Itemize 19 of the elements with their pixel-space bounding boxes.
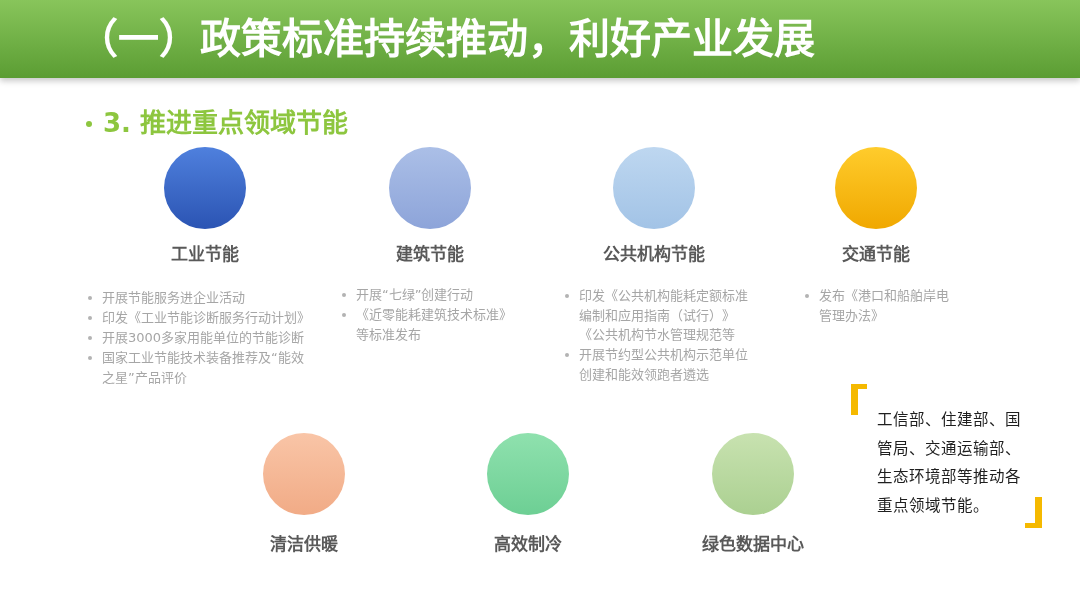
- page-title: （一）政策标准持续推动，利好产业发展: [77, 14, 815, 64]
- category-heading: 清洁供暖: [270, 533, 338, 556]
- category-heading: 绿色数据中心: [702, 533, 804, 556]
- category-heading: 高效制冷: [494, 533, 562, 556]
- bullet-text: 印发《公共机构能耗定额标准编制和应用指南（试行）》《公共机构节水管理规范等: [579, 287, 749, 344]
- section-heading: 3. 推进重点领域节能: [103, 107, 349, 139]
- bullet-text: 《近零能耗建筑技术标准》等标准发布: [356, 306, 513, 344]
- bullet-text: 开展节约型公共机构示范单位创建和能效领跑者遴选: [579, 346, 749, 384]
- bullet-text: 开展“七绿”创建行动: [356, 286, 474, 304]
- bullet-text: 开展节能服务进企业活动: [102, 289, 245, 307]
- bullet-text: 国家工业节能技术装备推荐及“能效之星”产品评价: [102, 349, 305, 387]
- bullet-text: 发布《港口和船舶岸电管理办法》: [819, 287, 950, 325]
- bullet-text: 印发《工业节能诊断服务行动计划》: [102, 309, 310, 327]
- bullet-text: 开展3000多家用能单位的节能诊断: [102, 329, 305, 347]
- category-heading: 公共机构节能: [603, 243, 705, 266]
- category-heading: 交通节能: [842, 243, 910, 266]
- category-heading: 建筑节能: [396, 243, 464, 266]
- category-heading: 工业节能: [171, 243, 239, 266]
- callout-text: 工信部、住建部、国管局、交通运输部、生态环境部等推动各重点领域节能。: [877, 410, 1022, 517]
